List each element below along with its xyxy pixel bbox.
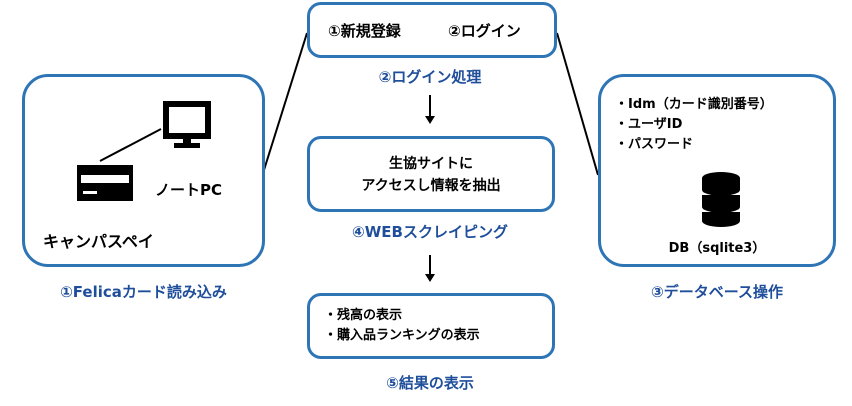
database-icon xyxy=(701,172,741,227)
laptop-icon xyxy=(163,101,211,148)
connector-top-left xyxy=(263,32,308,171)
database-box: ・Idm（カード識別番号） ・ユーザID ・パスワード DB（sqlite3） xyxy=(598,74,836,267)
signup-login-box: ①新規登録 ②ログイン xyxy=(307,2,557,58)
result-caption: ⑤結果の表示 xyxy=(386,374,474,392)
scraping-box: 生協サイトに アクセスし情報を抽出 xyxy=(307,136,555,212)
laptop-label: ノートPC xyxy=(155,181,223,199)
campus-pay-label: キャンパスペイ xyxy=(43,232,154,251)
scrape-line-1: 生協サイトに xyxy=(389,156,473,172)
login-label: ②ログイン xyxy=(448,22,521,40)
result-item-ranking: ・購入品ランキングの表示 xyxy=(324,328,480,343)
signup-label: ①新規登録 xyxy=(328,22,401,40)
database-caption: ③データベース操作 xyxy=(651,283,783,301)
db-item-userid: ・ユーザID xyxy=(615,117,683,132)
link-line xyxy=(99,128,162,162)
db-item-password: ・パスワード xyxy=(615,137,694,152)
login-process-caption: ②ログイン処理 xyxy=(378,68,482,86)
connector-top-right xyxy=(556,32,599,176)
arrow-down-1 xyxy=(425,95,435,124)
result-item-balance: ・残高の表示 xyxy=(324,308,403,323)
card-reader-box: ノートPC キャンパスペイ xyxy=(22,74,265,267)
card-read-caption: ①Felicaカード読み込み xyxy=(60,283,227,301)
card-icon xyxy=(77,165,133,201)
scrape-line-2: アクセスし情報を抽出 xyxy=(361,178,501,194)
db-item-idm: ・Idm（カード識別番号） xyxy=(615,97,773,112)
arrow-down-2 xyxy=(425,255,435,282)
db-label: DB（sqlite3） xyxy=(668,241,766,256)
scraping-caption: ④WEBスクレイピング xyxy=(352,223,508,241)
result-box: ・残高の表示 ・購入品ランキングの表示 xyxy=(307,293,555,359)
